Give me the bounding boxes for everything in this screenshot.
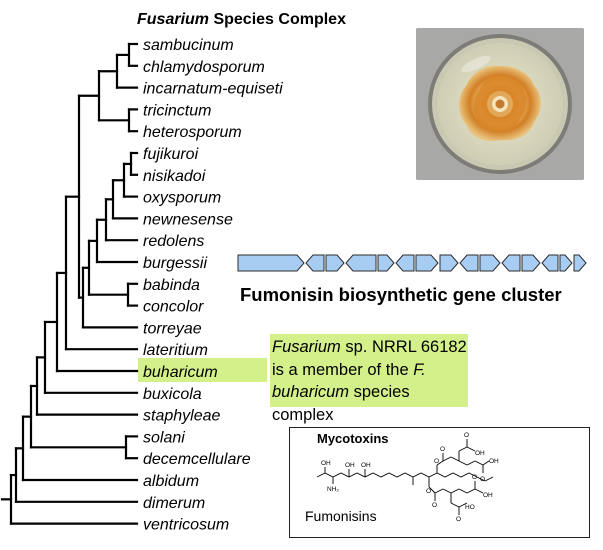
atom-o-7: O	[456, 516, 461, 523]
atom-oh-5: OH	[489, 458, 499, 465]
leaf-label-sambucinum: sambucinum	[143, 37, 234, 54]
atom-oh-4: OH	[475, 450, 485, 457]
gene-arrow	[238, 255, 304, 271]
leaf-label-oxysporum: oxysporum	[143, 190, 221, 207]
tree-title-rest: Species Complex	[209, 11, 346, 28]
leaf-label-babinda: babinda	[143, 277, 200, 294]
leaf-label-tricinctum: tricinctum	[143, 102, 211, 119]
tree-title-genus: Fusarium	[137, 11, 209, 28]
gene-arrow	[574, 255, 586, 271]
leaf-label-nisikadoi: nisikadoi	[143, 168, 206, 185]
gene-arrow	[416, 255, 438, 271]
atom-o-3: O	[464, 432, 469, 439]
gene-arrow	[502, 255, 520, 271]
gene-arrow	[440, 255, 458, 271]
leaf-label-solani: solani	[143, 429, 185, 446]
atom-o-6: O	[432, 502, 437, 509]
gene-arrow	[480, 255, 500, 271]
gene-arrow	[560, 255, 572, 271]
leaf-label-albidum: albidum	[143, 473, 199, 490]
leaf-label-buxicola: buxicola	[143, 386, 202, 403]
tree-title: Fusarium Species Complex	[137, 11, 346, 28]
petri-dish-photo	[416, 28, 584, 180]
gene-arrow	[522, 255, 540, 271]
petri-dish-image	[416, 28, 584, 180]
atom-o-4: O	[480, 476, 485, 483]
atom-o-5: O	[426, 488, 431, 495]
atom-oh-6: OH	[483, 492, 493, 499]
leaf-label-fujikuroi: fujikuroi	[143, 146, 199, 163]
leaf-label-ventricosum: ventricosum	[143, 517, 229, 534]
gene-arrow	[306, 255, 324, 271]
leaf-label-dimerum: dimerum	[143, 495, 205, 512]
leaf-label-buharicum: buharicum	[143, 364, 218, 381]
leaf-label-heterosporum: heterosporum	[143, 124, 242, 141]
gene-cluster-diagram	[236, 252, 588, 274]
atom-oh-2: OH	[345, 462, 355, 469]
atom-o-8: O	[472, 474, 477, 481]
atom-o-2: O	[440, 446, 445, 453]
atom-nh2: NH₂	[327, 486, 339, 493]
leaf-label-redolens: redolens	[143, 233, 204, 250]
atom-o-1: O	[434, 458, 439, 465]
leaf-label-concolor: concolor	[143, 299, 204, 316]
gene-arrow	[396, 255, 414, 271]
fumonisins-label: Fumonisins	[305, 508, 377, 524]
gene-arrow	[346, 255, 376, 271]
atom-oh-1: OH	[321, 460, 331, 467]
gene-arrow	[378, 255, 394, 271]
leaf-label-burgessii: burgessii	[143, 255, 207, 272]
species-note: Fusarium sp. NRRL 66182 is a member of t…	[272, 336, 468, 426]
leaf-label-newnesense: newnesense	[143, 211, 233, 228]
leaf-label-lateritium: lateritium	[143, 342, 208, 359]
gene-arrow	[542, 255, 558, 271]
gene-cluster-title: Fumonisin biosynthetic gene cluster	[240, 284, 562, 306]
leaf-label-decemcellulare: decemcellulare	[143, 451, 251, 468]
leaf-label-chlamydosporum: chlamydosporum	[143, 59, 265, 76]
leaf-label-torreyae: torreyae	[143, 320, 202, 337]
gene-arrow	[460, 255, 478, 271]
tree-branches	[2, 44, 137, 524]
atom-oh-3: OH	[361, 462, 371, 469]
gene-arrow	[326, 255, 344, 271]
atom-ho: HO	[465, 504, 475, 511]
leaf-label-incarnatum-equiseti: incarnatum-equiseti	[143, 81, 283, 98]
note-genus: Fusarium	[272, 338, 341, 356]
mycotoxins-title: Mycotoxins	[317, 431, 389, 446]
leaf-label-staphyleae: staphyleae	[143, 408, 220, 425]
